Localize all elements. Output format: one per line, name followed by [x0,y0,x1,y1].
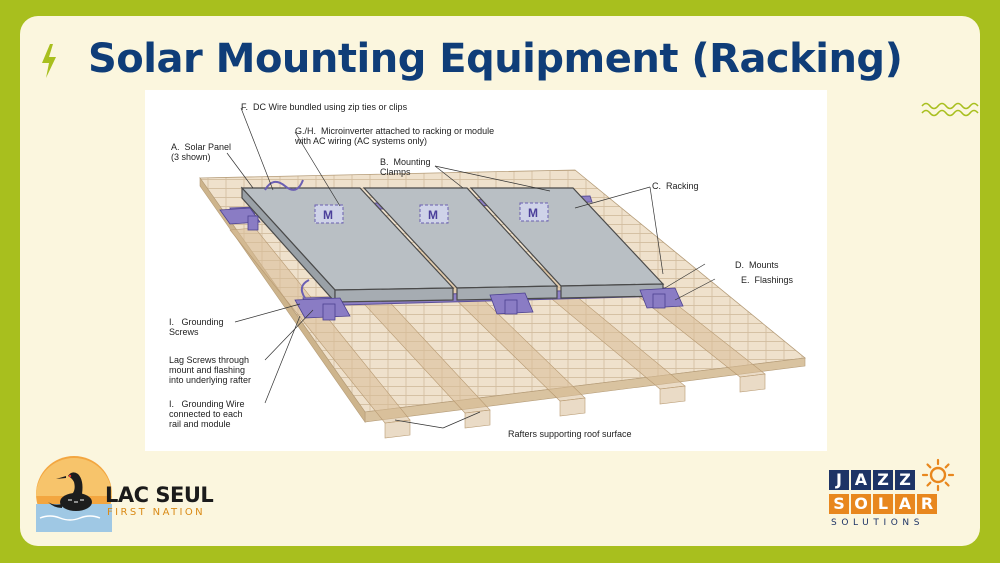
jazz-solar-logo: J A Z Z S O L A R [827,458,967,538]
lac-seul-logo [36,456,112,532]
lac-seul-subtitle: FIRST NATION [107,507,206,518]
logo-letter: A [851,470,871,490]
lightning-bolt-icon [42,44,56,78]
logo-letter: S [829,494,849,514]
callout-mounting-clamps: B. Mounting Clamps [380,157,431,177]
logo-letter: L [873,494,893,514]
logo-letter: A [895,494,915,514]
callout-lag-screws: Lag Screws through mount and flashing in… [169,355,252,385]
solar-panels [240,186,665,304]
slide-title: Solar Mounting Equipment (Racking) [88,36,903,82]
microinverters [314,202,549,224]
microinverter-marker: M [528,206,538,220]
logo-letter: Z [873,470,893,490]
lac-seul-name: LAC SEUL [105,483,214,507]
logo-letter: O [851,494,871,514]
jazz-tagline: SOLUTIONS [831,518,925,528]
loon-bird-icon [48,472,92,511]
logo-letter: R [917,494,937,514]
mounts-and-flashings [219,207,684,321]
logo-letter: J [829,470,849,490]
microinverter-marker: M [428,208,438,222]
microinverter-marker: M [323,208,333,222]
racking-diagram: M M M [145,90,827,451]
callout-grounding-wire: I. Grounding Wire connected to each rail… [169,399,245,429]
callout-dc-wire: F. DC Wire bundled using zip ties or cli… [241,102,408,112]
sun-icon [921,458,955,492]
callout-flashings: E. Flashings [741,275,794,285]
callout-rafters: Rafters supporting roof surface [508,429,632,439]
dc-wire [264,179,304,191]
callout-mounts: D. Mounts [735,260,779,270]
racking-diagram-drawing: M M M [199,107,806,439]
callout-grounding-screws: I. Grounding Screws [169,317,224,337]
callout-leaders [226,107,716,429]
wave-lines-icon [921,102,979,117]
callout-racking: C. Racking [652,181,699,191]
callout-microinverter: G./H. Microinverter attached to racking … [295,126,495,146]
logo-letter: Z [895,470,915,490]
callout-solar-panel: A. Solar Panel (3 shown) [171,142,232,162]
